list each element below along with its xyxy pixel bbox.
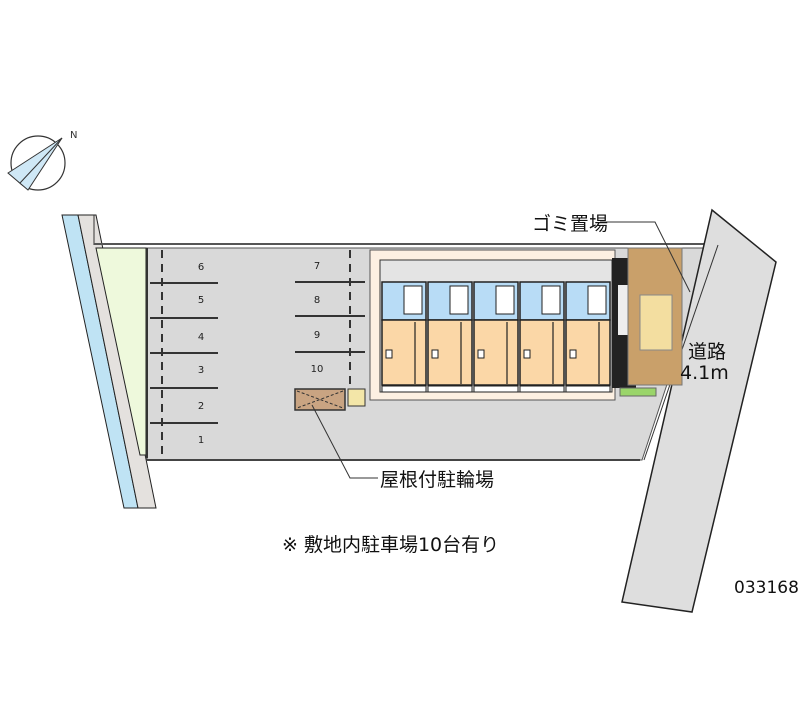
parking-spot-2: 2 — [198, 401, 204, 412]
road — [621, 208, 777, 613]
north-label: N — [70, 130, 77, 141]
parking-spot-4: 4 — [198, 332, 204, 343]
parking-spot-10: 10 — [311, 364, 324, 375]
parking-spot-3: 3 — [198, 365, 204, 376]
parking-spot-1: 1 — [198, 435, 204, 446]
parking-spot-5: 5 — [198, 295, 204, 306]
north-compass-icon: N — [7, 130, 77, 191]
road-width-label: 4.1m — [680, 362, 729, 384]
bike-shelter — [294, 388, 366, 411]
parking-spot-8: 8 — [314, 295, 320, 306]
parking-spot-7: 7 — [314, 261, 320, 272]
bike-parking-label: 屋根付駐輪場 — [380, 469, 495, 491]
apartment-building — [381, 281, 611, 393]
property-id: 033168 — [734, 578, 799, 598]
parking-spot-6: 6 — [198, 262, 204, 273]
road-label: 道路 — [688, 341, 727, 363]
parking-spot-9: 9 — [314, 330, 320, 341]
parking-note: ※ 敷地内駐車場10台有り — [282, 534, 500, 556]
garbage-area-label: ゴミ置場 — [532, 213, 609, 235]
